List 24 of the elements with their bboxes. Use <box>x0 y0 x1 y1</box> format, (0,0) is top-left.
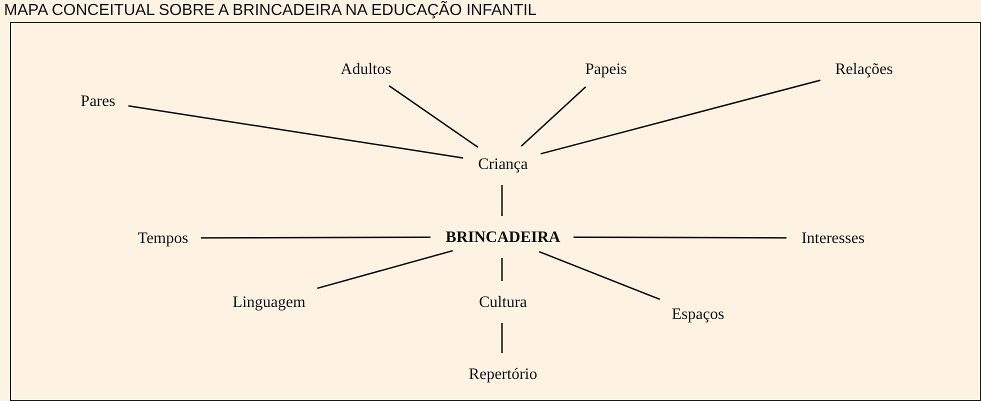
connector-line <box>501 185 503 216</box>
concept-label: Adultos <box>336 59 396 81</box>
concept-label: Cultura <box>475 292 531 314</box>
connector-line <box>128 105 464 159</box>
connector-line <box>317 250 453 290</box>
connector-line <box>501 323 503 353</box>
concept-label: Espaços <box>668 304 728 326</box>
concept-label: Interesses <box>797 228 869 250</box>
connector-line <box>540 80 821 155</box>
connector-line <box>201 236 430 239</box>
connector-line <box>520 86 586 147</box>
concept-label: Linguagem <box>228 292 310 314</box>
connector-line <box>501 258 503 281</box>
concept-label: Criança <box>474 154 532 176</box>
concept-label: Tempos <box>134 228 192 250</box>
concept-label: Relações <box>831 59 897 81</box>
central-concept: BRINCADEIRA <box>442 227 564 249</box>
connector-line <box>388 85 478 148</box>
diagram-title: MAPA CONCEITUAL SOBRE A BRINCADEIRA NA EDUCAÇÃO INFANTIL <box>4 2 537 20</box>
connector-line <box>574 236 786 239</box>
concept-label: Repertório <box>464 364 542 386</box>
connector-line <box>538 250 660 300</box>
concept-label: Papeis <box>581 59 631 81</box>
concept-label: Pares <box>76 91 120 113</box>
